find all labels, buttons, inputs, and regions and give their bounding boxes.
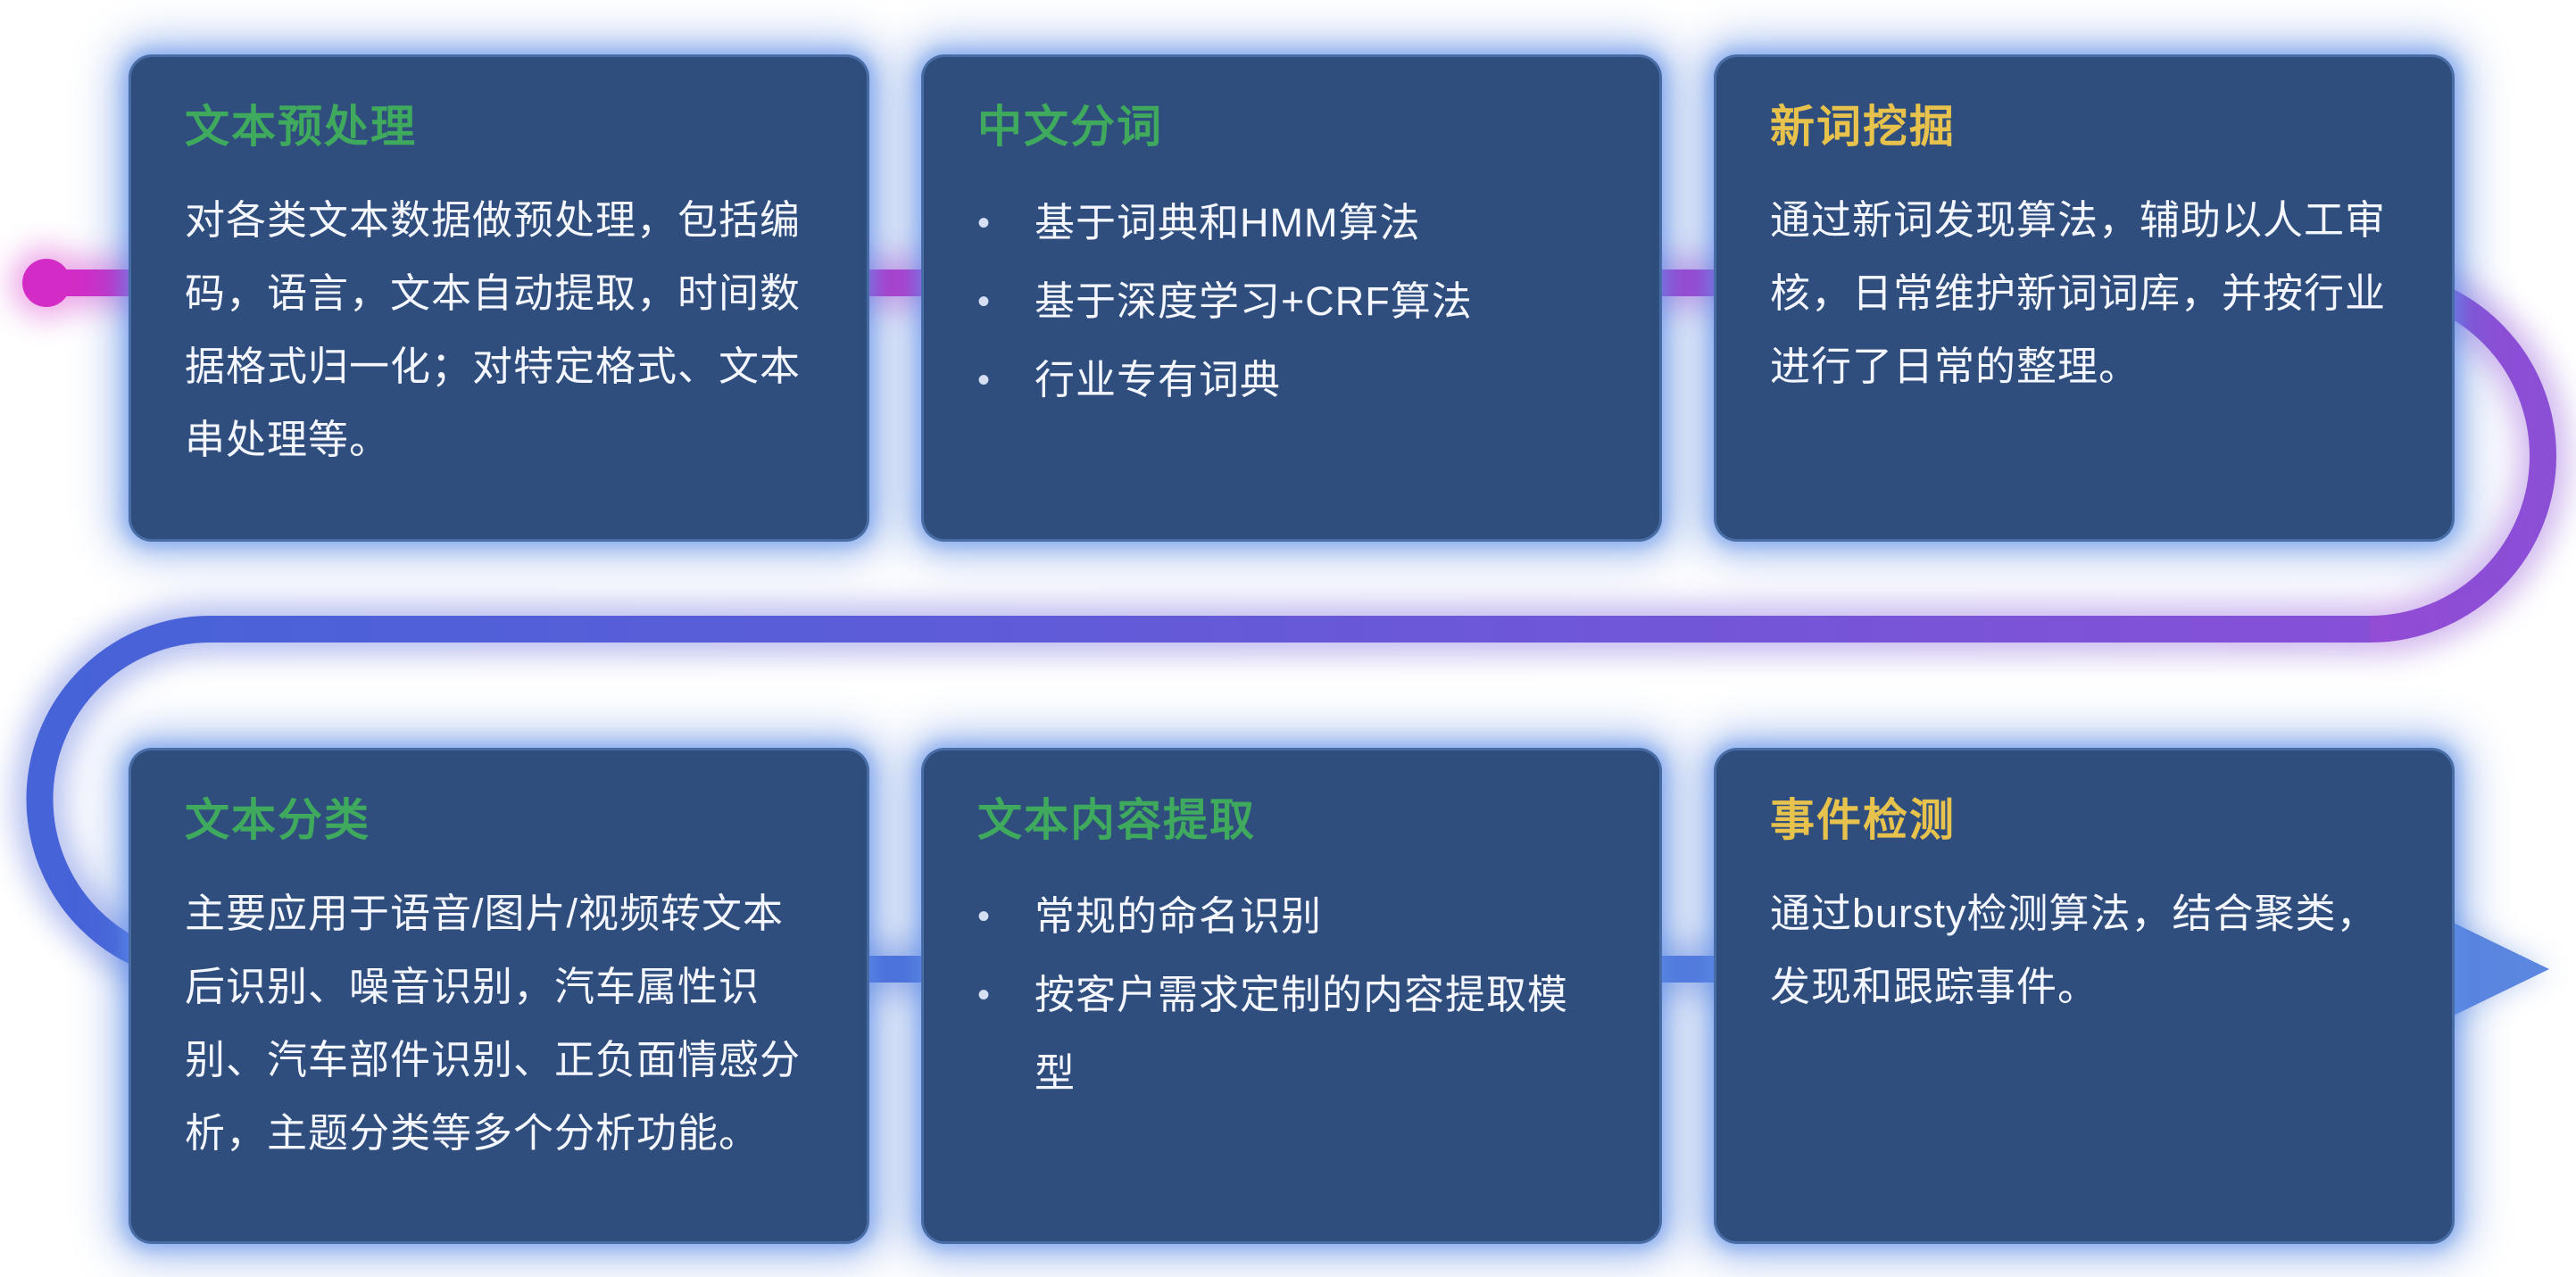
card-body: 通过bursty检测算法，结合聚类，发现和跟踪事件。 — [1770, 891, 2378, 1009]
bullet-icon: • — [977, 361, 992, 400]
card-title: 事件检测 — [1770, 795, 1956, 845]
bullet-item: • 常规的命名识别 — [977, 877, 1606, 956]
bullet-item: • 按客户需求定制的内容提取模型 — [977, 956, 1606, 1113]
bullet-icon: • — [977, 203, 992, 243]
card-body: 主要应用于语音/图片/视频转文本后识别、噪音识别，汽车属性识别、汽车部件识别、正… — [185, 891, 802, 1156]
card-text-content-extraction: 文本内容提取 • 常规的命名识别 • 按客户需求定制的内容提取模型 — [921, 748, 1662, 1244]
card-new-word-mining: 新词挖掘 通过新词发现算法，辅助以人工审核，日常维护新词词库，并按行业进行了日常… — [1714, 54, 2455, 542]
bullet-list: • 基于词典和HMM算法 • 基于深度学习+CRF算法 • 行业专有词典 — [977, 184, 1606, 419]
bullet-list: • 常规的命名识别 • 按客户需求定制的内容提取模型 — [977, 877, 1606, 1113]
card-event-detection: 事件检测 通过bursty检测算法，结合聚类，发现和跟踪事件。 — [1714, 748, 2455, 1244]
bullet-item: • 基于深度学习+CRF算法 — [977, 262, 1606, 341]
card-title: 文本内容提取 — [977, 795, 1256, 845]
card-body: 对各类文本数据做预处理，包括编码，语言，文本自动提取，时间数据格式归一化；对特定… — [185, 197, 802, 462]
card-title: 中文分词 — [977, 102, 1163, 152]
card-title: 文本预处理 — [185, 102, 417, 152]
bullet-text: 基于深度学习+CRF算法 — [1035, 278, 1473, 324]
bullet-text: 基于词典和HMM算法 — [1035, 200, 1421, 245]
bullet-icon: • — [977, 282, 992, 321]
card-title: 新词挖掘 — [1770, 102, 1956, 152]
bullet-text: 按客户需求定制的内容提取模型 — [1035, 972, 1569, 1096]
card-title: 文本分类 — [185, 795, 370, 845]
bullet-item: • 基于词典和HMM算法 — [977, 184, 1606, 262]
card-body: 通过新词发现算法，辅助以人工审核，日常维护新词词库，并按行业进行了日常的整理。 — [1770, 197, 2387, 389]
bullet-text: 常规的命名识别 — [1035, 893, 1323, 939]
card-chinese-word-segmentation: 中文分词 • 基于词典和HMM算法 • 基于深度学习+CRF算法 • 行业专有词… — [921, 54, 1662, 542]
bullet-item: • 行业专有词典 — [977, 341, 1606, 419]
flow-start-dot — [22, 259, 71, 307]
card-text-classification: 文本分类 主要应用于语音/图片/视频转文本后识别、噪音识别，汽车属性识别、汽车部… — [129, 748, 869, 1244]
flow-arrow-icon — [2435, 914, 2549, 1024]
bullet-icon: • — [977, 975, 992, 1015]
card-text-preprocessing: 文本预处理 对各类文本数据做预处理，包括编码，语言，文本自动提取，时间数据格式归… — [129, 54, 869, 542]
bullet-icon: • — [977, 897, 992, 936]
bullet-text: 行业专有词典 — [1035, 357, 1282, 402]
